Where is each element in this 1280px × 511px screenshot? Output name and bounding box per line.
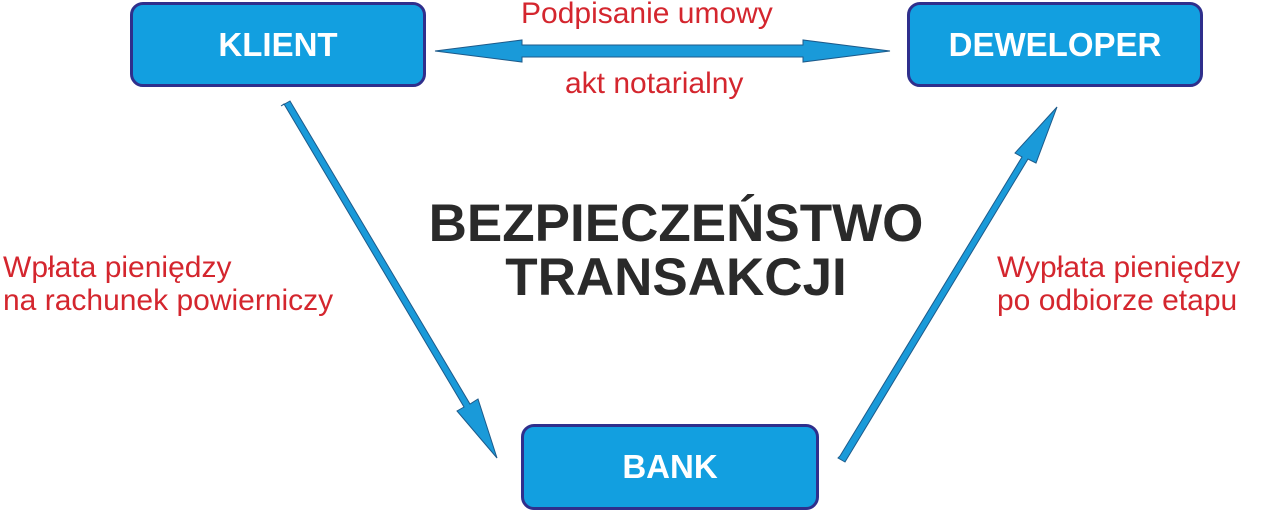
edge-label-payout-line2: po odbiorze etapu [997, 284, 1238, 317]
node-developer: DEWELOPER [907, 2, 1203, 87]
diagram-title-line2: TRANSAKCJI [505, 248, 847, 307]
node-client-label: KLIENT [218, 25, 338, 63]
edge-label-notarial-act: akt notarialny [565, 67, 744, 100]
double-arrow-client-developer [434, 39, 891, 63]
edge-label-deposit-line1: Wpłata pieniędzy [3, 251, 232, 284]
edge-label-deposit-line2: na rachunek powierniczy [3, 284, 334, 317]
node-bank: BANK [521, 424, 819, 510]
node-developer-label: DEWELOPER [948, 25, 1162, 63]
edge-label-payout-line1: Wypłata pieniędzy [997, 251, 1241, 284]
arrow-client-to-bank [280, 100, 498, 459]
diagram-title-line1: BEZPIECZEŃSTWO [428, 194, 924, 253]
node-bank-label: BANK [622, 448, 718, 485]
node-client: KLIENT [130, 2, 426, 87]
edge-label-contract: Podpisanie umowy [521, 0, 773, 30]
arrow-bank-to-developer [837, 106, 1058, 463]
